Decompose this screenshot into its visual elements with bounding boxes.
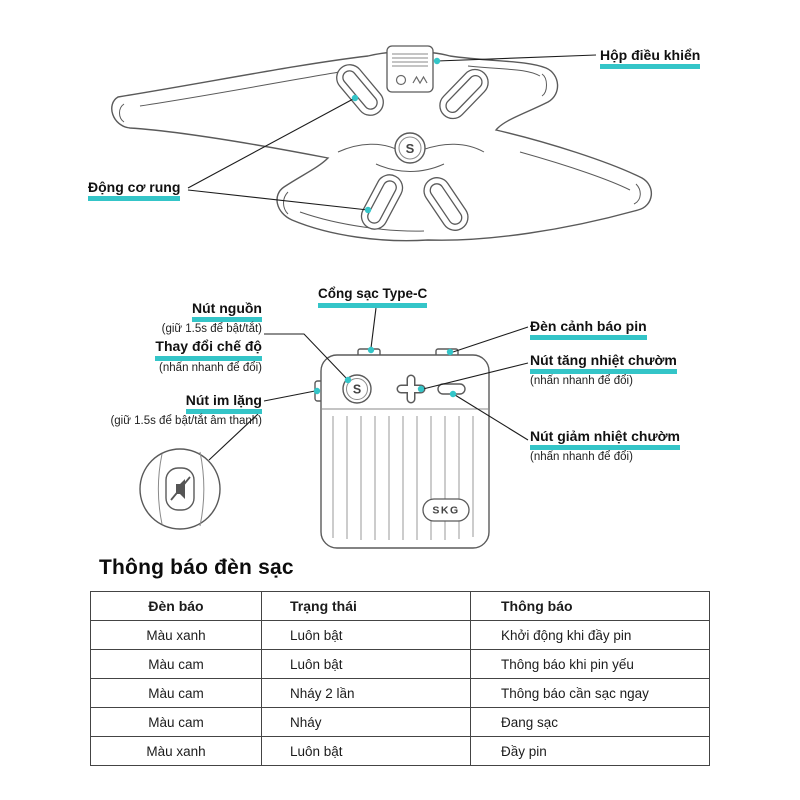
heat-up-callout-block: Nút tăng nhiệt chườm (nhấn nhanh để đổi) (530, 351, 677, 389)
charge-status-table: Đèn báo Trạng thái Thông báo Màu xanh Lu… (90, 591, 710, 766)
table-cell: Màu xanh (90, 736, 262, 766)
s-logo-letter: S (406, 141, 415, 156)
device-contour-lines (119, 65, 641, 232)
vibration-slot-upper-right (439, 68, 489, 120)
power-sub-text: (giữ 1.5s để bật/tắt) (161, 323, 262, 336)
vibration-slot-lower-right (423, 177, 469, 231)
table-cell: Màu xanh (90, 620, 262, 650)
table-row: Màu cam Nháy Đang sạc (90, 707, 710, 737)
table-cell: Khởi động khi đầy pin (470, 620, 710, 650)
table-header-cell: Trạng thái (261, 591, 471, 621)
table-cell: Thông báo cần sạc ngay (470, 678, 710, 708)
table-cell: Đang sạc (470, 707, 710, 737)
callout-dots (313, 57, 457, 398)
vibration-motor-label-text: Động cơ rung (88, 179, 181, 202)
table-row: Màu cam Luôn bật Thông báo khi pin yếu (90, 649, 710, 679)
callout-line-battery (452, 326, 529, 353)
device-silhouette (111, 50, 652, 242)
vibration-motor-slots (336, 64, 489, 231)
table-cell: Luôn bật (261, 736, 471, 766)
skg-logo: SKG (422, 498, 470, 522)
controller-stripes (332, 416, 474, 540)
mute-sub-text: (giữ 1.5s để bật/tắt âm thanh) (110, 415, 262, 428)
table-row: Màu xanh Luôn bật Khởi động khi đầy pin (90, 620, 710, 650)
heat-up-sub-text: (nhấn nhanh để đổi) (530, 375, 633, 388)
mode-sub-text: (nhấn nhanh để đổi) (159, 361, 262, 374)
table-cell: Đầy pin (470, 736, 710, 766)
table-header-cell: Đèn báo (90, 591, 262, 621)
table-cell: Nháy 2 lần (261, 678, 471, 708)
callout-line-mute (263, 390, 316, 402)
table-cell: Luôn bật (261, 649, 471, 679)
controller-box: S SKG (314, 348, 490, 549)
battery-led-callout-label: Đèn cảnh báo pin (530, 317, 647, 341)
top-control-box (386, 45, 434, 93)
table-cell: Màu cam (90, 649, 262, 679)
table-header-row: Đèn báo Trạng thái Thông báo (90, 591, 710, 621)
control-box-grille (392, 53, 428, 67)
vibration-motor-callout-label: Động cơ rung (88, 178, 181, 202)
vibration-slot-lower-left (360, 174, 404, 230)
callout-line-power (264, 333, 349, 381)
callout-line-vibration-lower (187, 189, 369, 211)
table-header-cell: Thông báo (470, 591, 710, 621)
table-cell: Nháy (261, 707, 471, 737)
control-box-callout-label: Hộp điều khiển (600, 46, 701, 70)
heat-up-label-text: Nút tăng nhiệt chườm (530, 352, 677, 375)
callout-line-heat-up (422, 362, 529, 390)
massager-device (111, 50, 652, 242)
plus-button (396, 374, 426, 404)
battery-led-label-text: Đèn cảnh báo pin (530, 318, 647, 341)
vibration-slot-upper-left (336, 64, 384, 116)
table-cell: Luôn bật (261, 620, 471, 650)
mode-label-text: Thay đổi chế độ (155, 339, 262, 361)
table-cell: Màu cam (90, 678, 262, 708)
mute-detail-circle (139, 448, 221, 530)
callout-lines (187, 54, 597, 461)
callout-line-heat-down (454, 394, 529, 441)
heat-down-label-text: Nút giảm nhiệt chườm (530, 428, 680, 451)
table-row: Màu cam Nháy 2 lần Thông báo cần sạc nga… (90, 678, 710, 708)
callout-line-mute-detail (208, 413, 259, 461)
heat-down-sub-text: (nhấn nhanh để đổi) (530, 451, 633, 464)
mute-callout-block: Nút im lặng (giữ 1.5s để bật/tắt âm than… (87, 391, 262, 429)
table-row: Màu xanh Luôn bật Đầy pin (90, 736, 710, 766)
table-cell: Thông báo khi pin yếu (470, 649, 710, 679)
control-box-icons (395, 74, 428, 86)
typec-callout-label: Cổng sạc Type-C (318, 285, 428, 308)
section-title: Thông báo đèn sạc (99, 556, 294, 579)
power-mode-callout-block: Nút nguồn (giữ 1.5s để bật/tắt) Thay đổi… (117, 299, 262, 376)
center-s-logo: S (394, 132, 426, 164)
mute-speaker-icon (170, 476, 191, 501)
mute-label-text: Nút im lặng (185, 392, 262, 415)
heat-down-callout-block: Nút giảm nhiệt chườm (nhấn nhanh để đổi) (530, 427, 680, 465)
power-label-text: Nút nguồn (192, 300, 262, 323)
callout-line-vibration-upper (187, 97, 356, 189)
skg-logo-text: SKG (432, 505, 459, 517)
control-box-label-text: Hộp điều khiển (600, 47, 701, 70)
table-cell: Màu cam (90, 707, 262, 737)
callout-line-control-box (436, 54, 597, 62)
callout-line-typec (370, 307, 377, 349)
power-button-letter: S (353, 383, 361, 397)
typec-label-text: Cổng sạc Type-C (318, 286, 428, 308)
